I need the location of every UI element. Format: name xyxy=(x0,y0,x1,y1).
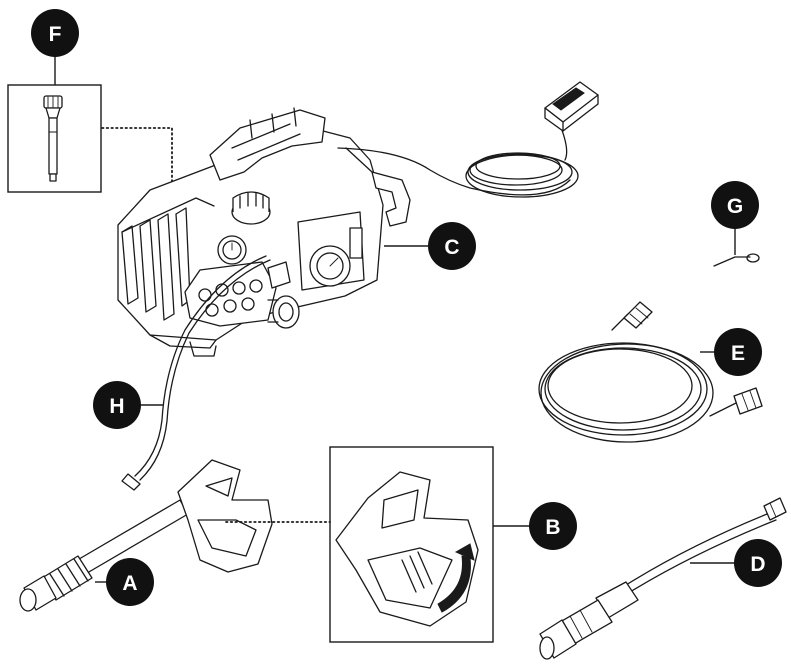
svg-text:D: D xyxy=(750,553,765,576)
svg-text:B: B xyxy=(545,516,560,539)
wand-fitting-top-icon xyxy=(763,497,787,521)
callout-e: E xyxy=(714,328,762,376)
callout-f: F xyxy=(31,9,79,57)
callout-a: A xyxy=(106,558,154,606)
wand-fitting-bottom-icon xyxy=(539,581,639,660)
pressure-washer-body xyxy=(117,81,599,357)
svg-text:F: F xyxy=(49,23,62,46)
svg-text:H: H xyxy=(109,395,124,418)
svg-text:E: E xyxy=(731,342,745,365)
spray-gun-a xyxy=(19,459,273,612)
nozzle-f-icon xyxy=(43,95,63,182)
part-f-detail xyxy=(7,55,177,217)
siphon-hose-h xyxy=(121,255,271,491)
detail-frame-b xyxy=(329,446,494,643)
extension-wand-d xyxy=(539,497,787,660)
callout-b: B xyxy=(529,502,577,550)
power-cord xyxy=(337,147,571,196)
nozzle-cleaning-tool-g xyxy=(713,227,760,267)
svg-text:C: C xyxy=(444,236,459,259)
callout-c: C xyxy=(428,222,476,270)
plug-icon xyxy=(544,81,599,132)
hose-fitting-bottom-icon xyxy=(733,387,763,415)
svg-text:A: A xyxy=(122,572,137,595)
part-b-detail xyxy=(329,446,530,643)
callout-g: G xyxy=(711,181,759,229)
svg-text:G: G xyxy=(727,195,743,218)
hose-fitting-top-icon xyxy=(623,301,653,329)
callout-d: D xyxy=(734,539,782,587)
callout-h: H xyxy=(93,381,141,429)
high-pressure-hose-e xyxy=(538,301,763,443)
